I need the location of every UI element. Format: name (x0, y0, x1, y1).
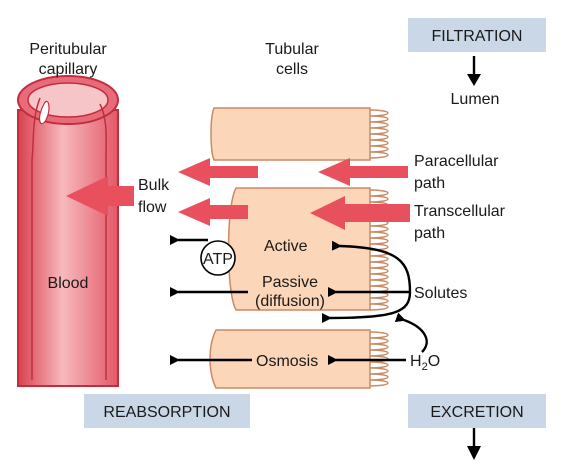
peritubular-label-2: capillary (39, 61, 98, 78)
transcellular-arrow-right (310, 196, 410, 230)
h2o-label: H2O (410, 353, 440, 373)
excretion-box: EXCRETION (408, 394, 546, 428)
microvilli-segment (369, 109, 389, 159)
tubular-label-1: Tubular (265, 41, 319, 58)
svg-text:REABSORPTION: REABSORPTION (103, 404, 230, 421)
solutes-curve (331, 240, 412, 293)
active-label: Active (264, 238, 308, 255)
peritubular-capillary (17, 75, 119, 387)
bulk-flow-large-arrow (66, 176, 134, 216)
paracellular-label-1: Paracellular (414, 153, 499, 170)
bulk-flow-label-1: Bulk (138, 177, 170, 194)
reabsorption-box: REABSORPTION (84, 394, 250, 428)
paracellular-arrow-right (318, 158, 408, 186)
lumen-label: Lumen (451, 91, 500, 108)
passive-label-1: Passive (262, 274, 318, 291)
excretion-arrowhead (467, 446, 481, 460)
atp-label: ATP (203, 251, 233, 268)
peritubular-label-1: Peritubular (29, 41, 107, 58)
transcellular-arrow-left (178, 198, 248, 226)
atp-circle (200, 240, 236, 276)
h2o-curve (394, 312, 428, 353)
bulk-flow-label-2: flow (138, 199, 167, 216)
transcellular-label-1: Transcellular (414, 203, 506, 220)
paracellular-arrow-left (178, 158, 258, 186)
black-arrows (170, 56, 476, 450)
filtration-box: FILTRATION (408, 18, 546, 52)
transcellular-label-2: path (414, 225, 445, 242)
svg-text:EXCRETION: EXCRETION (430, 404, 523, 421)
passive-label-2: (diffusion) (255, 293, 325, 310)
paracellular-label-2: path (414, 175, 445, 192)
filtration-arrowhead (467, 74, 481, 86)
solutes-label: Solutes (414, 285, 467, 302)
solutes-curve-lower (321, 291, 412, 324)
tubular-label-2: cells (276, 61, 308, 78)
osmosis-label: Osmosis (256, 353, 318, 370)
bulk-flow-arrows (66, 158, 410, 230)
brush-border (369, 109, 389, 387)
tubular-cell-bottom (209, 329, 371, 389)
blood-label: Blood (48, 275, 89, 292)
tubular-cell-top (210, 107, 371, 161)
svg-text:FILTRATION: FILTRATION (432, 28, 523, 45)
tubular-cells (209, 107, 371, 389)
